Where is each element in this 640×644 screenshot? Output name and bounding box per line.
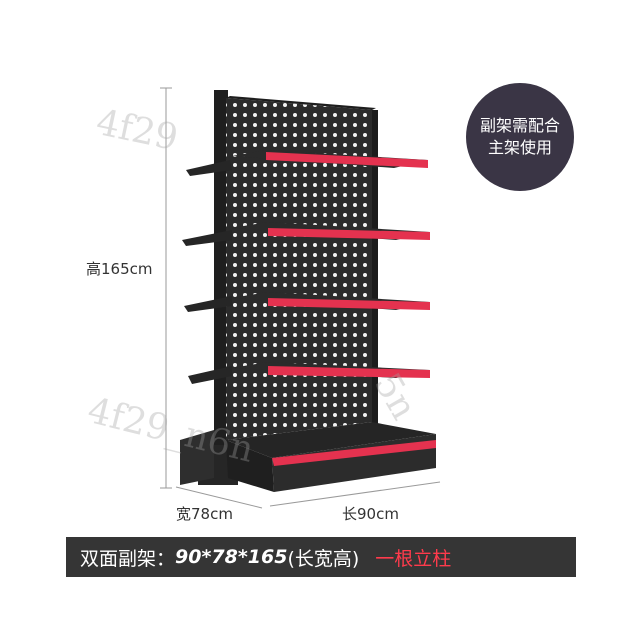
badge-line-2: 主架使用	[487, 138, 552, 157]
footer-dimension-order: (长宽高)	[287, 547, 360, 570]
height-label: 高165cm	[86, 260, 153, 278]
length-label: 长90cm	[342, 505, 399, 523]
footer-accent-text: 一根立柱	[375, 547, 452, 570]
height-dimension-line	[160, 87, 172, 489]
length-dimension-line	[269, 481, 441, 507]
spec-footer: 双面副架： 90*78*165 (长宽高) 一根立柱	[66, 537, 576, 577]
rear-shelves	[182, 160, 232, 384]
footer-label: 双面副架：	[80, 547, 176, 570]
width-dimension-line	[175, 486, 263, 509]
shelf-base	[226, 422, 436, 492]
footer-dimensions: 90*78*165	[175, 546, 288, 568]
width-label: 宽78cm	[176, 505, 233, 523]
pegboard-panel	[226, 98, 372, 440]
badge-line-1: 副架需配合	[479, 116, 560, 135]
front-shelves	[232, 150, 430, 378]
note-badge: 副架需配合 主架使用	[466, 83, 574, 191]
shelf-frame	[180, 90, 238, 485]
